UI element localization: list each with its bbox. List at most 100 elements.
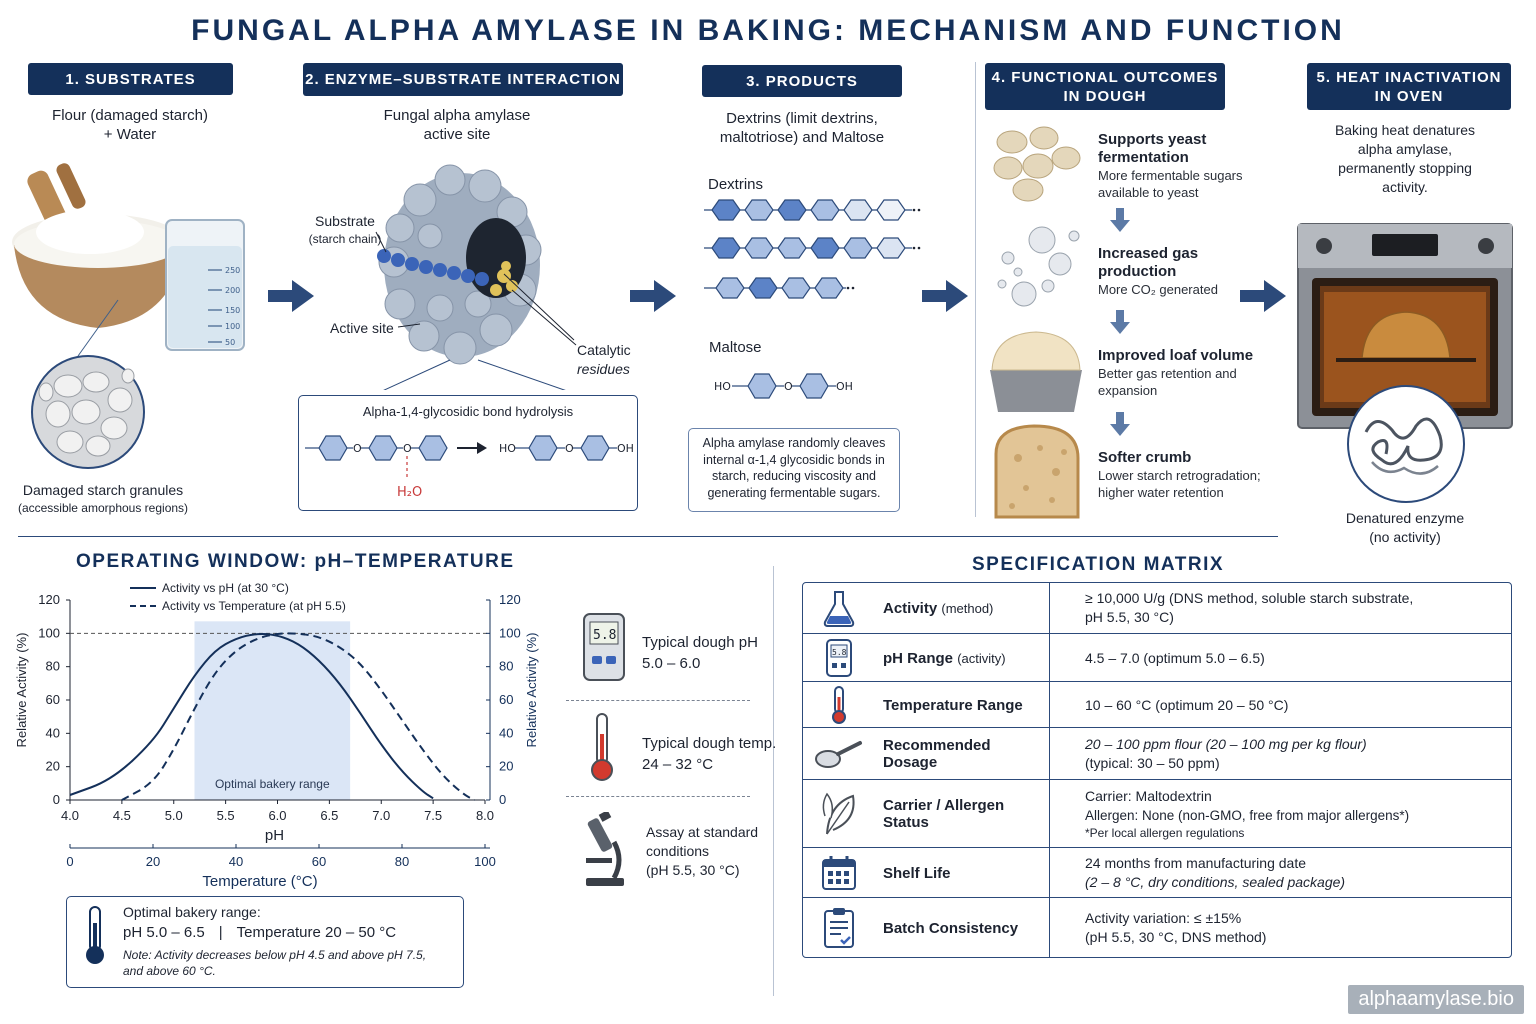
spec-label-temperature: Temperature Range [883, 696, 1023, 714]
watermark: alphaamylase.bio [1348, 985, 1524, 1014]
x2-axis-label: Temperature (°C) [202, 873, 317, 890]
beaker-mark-100: 100 [225, 322, 240, 331]
denatured-enzyme-icon [1347, 385, 1465, 503]
step-2-desc-line2: active site [423, 126, 491, 143]
side-item-ph-line2: 5.0 – 6.0 [642, 655, 701, 672]
spec-value-carrier-2: Allergen: None (non-GMO, free from major… [1085, 807, 1410, 823]
thermometer-icon [591, 713, 613, 781]
series-line-1 [121, 632, 476, 801]
y-tick-label-left-1: 20 [46, 759, 60, 774]
outcome-4-desc-2: higher water retention [1098, 485, 1224, 500]
step-2-desc: Fungal alpha amylase active site [340, 106, 574, 144]
substrate-label-line2: (starch chain) [308, 232, 382, 246]
spec-label-batch: Batch Consistency [883, 919, 1019, 937]
spec-label-shelf-life: Shelf Life [883, 864, 951, 882]
substrate-label: Substrate (starch chain) [304, 212, 386, 247]
step-5-desc-line1: Baking heat denatures [1334, 122, 1476, 138]
spec-value-carrier-3: *Per local allergen regulations [1085, 825, 1245, 840]
step-1-desc: Flour (damaged starch) + Water [20, 106, 240, 144]
ph-meter-icon: 5.8 [826, 639, 852, 677]
step-4-header: 4. FUNCTIONAL OUTCOMES IN DOUGH [985, 63, 1225, 110]
outcome-3-desc-2: expansion [1098, 383, 1158, 398]
spec-label-activity: Activity [883, 599, 938, 617]
beaker-icon: 250 200 150 100 50 [165, 219, 245, 351]
y-tick-label-right-1: 20 [499, 759, 513, 774]
spec-value-shelf-life-1: 24 months from manufacturing date [1085, 855, 1307, 871]
maltose-label: Maltose [709, 339, 762, 356]
x2-tick-label-0: 0 [66, 854, 73, 869]
x2-tick-label-3: 60 [312, 854, 326, 869]
flow-arrow-3 [922, 280, 968, 312]
legend-label-0: Activity vs pH (at 30 °C) [162, 581, 289, 595]
flow-arrow-1 [268, 280, 314, 312]
maltose-structure: HO O OH [714, 373, 853, 399]
hydrolysis-box: Alpha-1,4-glycosidic bond hydrolysis O O… [298, 395, 638, 511]
x2-tick-label-4: 80 [395, 854, 409, 869]
step-5-header: 5. HEAT INACTIVATION IN OVEN [1307, 63, 1511, 110]
spec-value-temperature: 10 – 60 °C (optimum 20 – 50 °C) [1085, 696, 1289, 713]
optimal-range-note: Note: Activity decreases below pH 4.5 an… [123, 947, 426, 979]
hydrolysis-ho: HO [499, 442, 516, 455]
yeast-icon [993, 126, 1081, 202]
beaker-mark-50: 50 [225, 338, 235, 347]
spec-row-dosage: Recommended Dosage 20 – 100 ppm flour (2… [803, 727, 1511, 780]
denatured-caption-line1: Denatured enzyme [1345, 510, 1465, 526]
optimal-range-box: Optimal bakery range: pH 5.0 – 6.5 | Tem… [66, 896, 464, 988]
starch-granules-icon [31, 355, 145, 469]
y-axis-label-right: Relative Activity (%) [524, 633, 539, 748]
outcome-4-desc-1: Lower starch retrogradation; [1098, 468, 1261, 483]
step-3-desc: Dextrins (limit dextrins, maltotriose) a… [690, 109, 914, 147]
y-tick-label-left-0: 0 [53, 792, 60, 807]
step-2-header: 2. ENZYME–SUBSTRATE INTERACTION [303, 63, 623, 96]
spec-value-ph: 4.5 – 7.0 (optimum 5.0 – 6.5) [1085, 649, 1265, 666]
beaker-mark-250: 250 [225, 266, 240, 275]
oven-illustration [1297, 223, 1513, 503]
step-5-desc-line2: alpha amylase, [1357, 141, 1453, 157]
spec-value-carrier-1: Carrier: Maltodextrin [1085, 787, 1212, 804]
optimal-range-ph: pH 5.0 – 6.5 [123, 924, 205, 941]
side-item-assay-line3: (pH 5.5, 30 °C) [646, 862, 740, 878]
step-4-header-line2: IN DOUGH [1063, 87, 1147, 105]
x-tick-label-6: 7.0 [372, 808, 390, 823]
spec-value-activity-2: pH 5.5, 30 °C) [1085, 609, 1174, 625]
gas-bubbles-icon [997, 226, 1080, 307]
side-item-ph: Typical dough pH 5.0 – 6.0 [642, 632, 758, 674]
scoop-icon [27, 163, 86, 228]
outcome-1: Supports yeast fermentation More ferment… [1098, 131, 1268, 201]
oven-icon [1297, 223, 1513, 429]
y-tick-label-left-5: 100 [38, 625, 60, 640]
catalytic-label-line1: Catalytic [577, 342, 631, 358]
spec-value-shelf-life-2: (2 – 8 °C, dry conditions, sealed packag… [1085, 874, 1346, 890]
side-item-assay: Assay at standard conditions (pH 5.5, 30… [646, 823, 758, 880]
spec-value-batch-2: (pH 5.5, 30 °C, DNS method) [1085, 929, 1267, 945]
ph-meter-icon: 5.8 [583, 613, 625, 681]
dextrins-label: Dextrins [708, 176, 764, 193]
legend-label-1: Activity vs Temperature (at pH 5.5) [162, 599, 346, 613]
summary-thermometer-icon [86, 906, 104, 964]
spec-matrix: Activity (method) ≥ 10,000 U/g (DNS meth… [802, 582, 1512, 958]
spec-label-carrier: Carrier / Allergen Status [883, 797, 1005, 831]
scoop-icon [815, 741, 862, 768]
spec-value-dosage-1: 20 – 100 ppm flour (20 – 100 mg per kg f… [1085, 736, 1367, 752]
enzyme-illustration [375, 164, 577, 390]
spec-label-ph: pH Range [883, 649, 954, 667]
granules-caption-line2: (accessible amorphous regions) [17, 501, 189, 515]
outcome-2-heading-1: Increased gas [1098, 245, 1199, 262]
catalytic-label-line2: residues [577, 361, 630, 377]
y-tick-label-left-2: 40 [46, 725, 60, 740]
optimal-range-note-line1: Note: Activity decreases below pH 4.5 an… [123, 948, 427, 962]
y-tick-label-left-3: 60 [46, 692, 60, 707]
catalytic-label: Catalytic residues [577, 341, 647, 379]
side-item-temp: Typical dough temp. 24 – 32 °C [642, 733, 776, 775]
dextrin-chains [704, 199, 921, 299]
section-divider [18, 536, 1278, 537]
step-2-desc-line1: Fungal alpha amylase [383, 107, 531, 124]
spec-matrix-title: SPECIFICATION MATRIX [972, 554, 1225, 575]
flour-bowl-icon [12, 210, 184, 328]
y-tick-label-right-4: 80 [499, 659, 513, 674]
x-tick-label-3: 5.5 [217, 808, 235, 823]
optimal-range-note-line2: and above 60 °C. [123, 964, 216, 978]
hydrolysis-o-2: O [403, 442, 412, 455]
maltose-oh: OH [836, 380, 853, 393]
outcome-2-desc-1: More CO₂ generated [1098, 282, 1218, 297]
